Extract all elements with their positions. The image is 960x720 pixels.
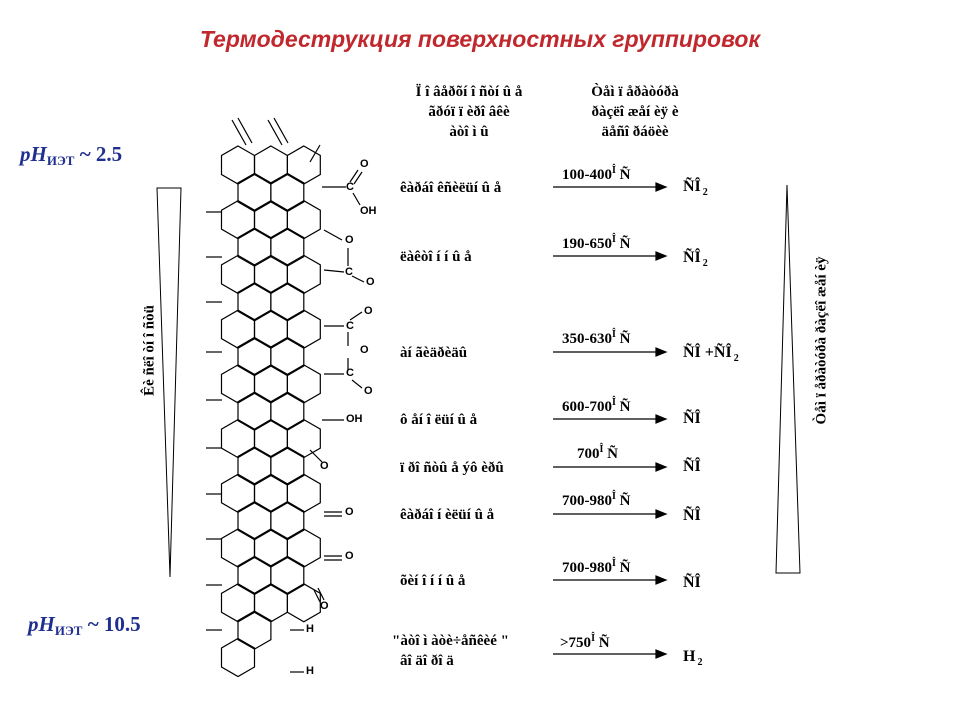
atom-h: H <box>306 623 314 635</box>
carbon-ring <box>286 364 321 404</box>
row-temp: 700Î Ñ <box>577 444 618 462</box>
ph-bottom-label: pHИЭТ ~ 10.5 <box>28 612 141 638</box>
carbon-ring <box>253 473 288 513</box>
carbon-ring <box>286 528 321 568</box>
right-axis-label: Òåì ï åðàòóðà ðàçëî æåí èÿ <box>813 256 830 425</box>
carbon-ring <box>286 200 321 240</box>
carbon-ring <box>220 637 256 678</box>
carbon-ring <box>237 610 272 650</box>
row-group: õèí î í í û å <box>400 573 466 589</box>
atom-o: O <box>320 600 329 612</box>
carbon-ring <box>220 473 256 513</box>
atom-c: C <box>345 266 353 278</box>
row-group: "àòî ì àòè÷åñêèé " <box>392 633 509 649</box>
carbon-ring <box>270 172 305 213</box>
row-temp: 700-980Î Ñ <box>562 558 631 576</box>
row-group: ëàêòî í í û å <box>400 249 472 265</box>
row-temp: 190-650Î Ñ <box>562 234 631 252</box>
row-group: ï ðî ñòû å ýô èðû <box>400 460 504 476</box>
row-temp: 600-700Î Ñ <box>562 397 631 415</box>
carbon-ring <box>253 200 288 240</box>
row-group: êàðáî í èëüí û å <box>400 507 495 523</box>
carbon-ring <box>270 391 305 431</box>
carbon-ring <box>286 583 321 623</box>
carbon-ring <box>237 172 272 213</box>
carbon-ring <box>237 555 272 596</box>
carbon-ring <box>270 501 305 541</box>
row-group-line2: âî äî ðî ä <box>400 653 454 669</box>
carbon-ring <box>237 446 272 486</box>
row-product: ÑÎ <box>683 574 701 591</box>
row-temp: 350-630Î Ñ <box>562 329 631 347</box>
left-wedge <box>156 187 182 578</box>
carbon-ring <box>237 391 272 431</box>
carbon-ring <box>220 200 256 240</box>
right-wedge <box>775 184 801 574</box>
carbon-ring <box>286 254 321 295</box>
arrows <box>553 182 668 659</box>
carbon-ring <box>270 227 305 267</box>
atom-o: O <box>364 385 373 397</box>
ph-top-label: pHИЭТ ~ 2.5 <box>20 142 123 168</box>
carbon-ring <box>237 336 272 377</box>
row-group: êàðáî êñèëüí û å <box>400 180 502 196</box>
row-temp: 700-980Î Ñ <box>562 491 631 509</box>
row-temp: >750Î Ñ <box>560 633 610 651</box>
atom-o: O <box>345 506 354 518</box>
row-temp: 100-400Î Ñ <box>562 165 631 183</box>
atom-oh: OH <box>346 413 363 425</box>
carbon-ring <box>220 364 256 404</box>
atom-o: O <box>360 158 369 170</box>
carbon-ring <box>253 145 288 185</box>
carbon-ring <box>270 555 305 596</box>
carbon-ring <box>253 528 288 568</box>
carbon-ring <box>220 583 256 623</box>
carbon-ring <box>237 227 272 267</box>
left-axis-label: Êè ñëî òí î ñòü <box>141 305 158 396</box>
atom-o: O <box>366 276 375 288</box>
row-product: ÑÎ <box>683 410 701 427</box>
carbon-ring <box>237 501 272 541</box>
carbon-ring <box>253 254 288 295</box>
carbon-ring <box>286 309 321 349</box>
atom-oh: OH <box>360 205 377 217</box>
row-group: ô åí î ëüí û å <box>400 412 478 428</box>
atom-c: C <box>346 320 354 332</box>
carbon-ring <box>237 282 272 322</box>
carbon-ring <box>220 145 256 185</box>
carbon-ring <box>286 473 321 513</box>
carbon-ring <box>270 446 305 486</box>
row-group: àí ãèäðèäû <box>400 345 468 361</box>
atom-o: O <box>360 344 369 356</box>
atom-c: C <box>346 181 354 193</box>
atom-o: O <box>345 234 354 246</box>
carbon-ring <box>220 418 256 459</box>
atom-o: O <box>345 550 354 562</box>
carbon-ring <box>286 418 321 459</box>
page-title: Термодеструкция поверхностных группирово… <box>199 26 761 52</box>
carbon-ring <box>253 583 288 623</box>
row-product: ÑÎ <box>683 507 701 524</box>
row-product: ÑÎ <box>683 458 701 475</box>
carbon-ring <box>220 254 256 295</box>
atom-o: O <box>364 305 373 317</box>
atom-c: C <box>346 367 354 379</box>
carbon-ring <box>220 309 256 349</box>
carbon-ring <box>253 418 288 459</box>
carbon-ring <box>253 309 288 349</box>
carbon-ring <box>220 528 256 568</box>
atom-o: O <box>320 460 329 472</box>
carbon-ring <box>270 282 305 322</box>
carbon-ring <box>270 336 305 377</box>
carbon-structure <box>206 117 365 678</box>
atom-h: H <box>306 665 314 677</box>
carbon-ring <box>253 364 288 404</box>
